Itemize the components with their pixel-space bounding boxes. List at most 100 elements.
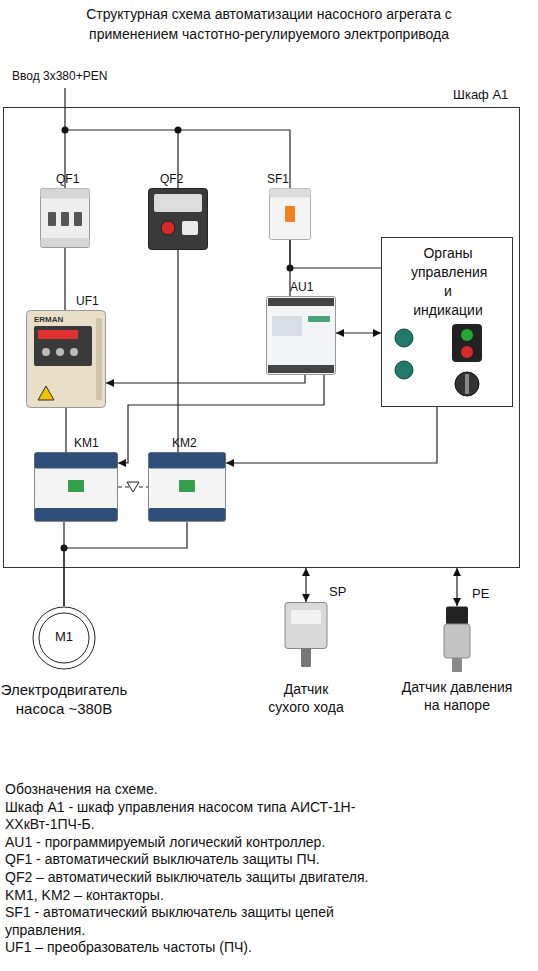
- junction-dot: [287, 265, 294, 272]
- interlock-line: [118, 486, 148, 487]
- device-illustration: [436, 606, 478, 672]
- dry-run-sensor: SPДатчик сухого хода: [283, 602, 329, 668]
- node-label: Шкаф А1: [453, 87, 523, 103]
- node-label: UF1: [76, 294, 116, 309]
- contactor: KM2: [148, 452, 226, 522]
- converter-panel: [34, 326, 92, 366]
- plc-leds: [308, 316, 330, 322]
- sensor-plate: [291, 610, 321, 624]
- motor-circle: M1Электродвигатель насоса ~380В: [32, 606, 96, 670]
- node-label: KM2: [172, 436, 212, 451]
- legend-note: QF2 – автоматический выключатель защиты …: [5, 869, 415, 887]
- start-stop-button: [452, 324, 482, 362]
- contactor: KM1: [34, 452, 118, 522]
- converter-fins: [96, 318, 102, 400]
- supply-drop: [289, 130, 290, 188]
- breaker-terminals: [41, 238, 90, 247]
- contactor-body: [35, 453, 118, 522]
- signal-wire: [64, 248, 65, 310]
- supply-drop: [177, 130, 178, 188]
- control-cabinet: Шкаф А1QF1QF2SF1UF1ERMANAU1Органы управл…: [3, 107, 520, 568]
- device-illustration: [26, 310, 106, 408]
- sensor-body: [285, 603, 327, 649]
- device-illustration: [283, 602, 329, 668]
- frequency-converter: UF1ERMAN: [26, 310, 106, 408]
- breaker-body: [270, 189, 311, 240]
- selector-handle: [465, 374, 469, 394]
- converter-display: [38, 330, 78, 339]
- converter-key: [42, 348, 50, 356]
- signal-wire: [118, 375, 324, 463]
- legend-note: KM1, KM2 – контакторы.: [5, 887, 415, 905]
- plc-controller: AU1: [266, 296, 336, 375]
- plc-panel: [272, 316, 302, 336]
- device-illustration: [34, 452, 118, 522]
- legend-note: Шкаф А1 - шкаф управления насосом типа А…: [5, 799, 415, 834]
- node-label: QF1: [56, 172, 96, 187]
- signal-wire: [305, 568, 306, 602]
- junction-dot: [175, 127, 182, 134]
- node-caption: ERMAN: [34, 314, 84, 325]
- converter-key: [70, 348, 78, 356]
- legend-note: SF1 - автоматический выключатель защиты …: [5, 904, 415, 939]
- start-button: [461, 329, 473, 341]
- contactor-bottom: [35, 508, 118, 521]
- signal-wire: [64, 522, 187, 606]
- contactor-bottom: [149, 508, 226, 521]
- warning-sign: [38, 386, 54, 400]
- legend-note: UF1 – преобразователь частоты (ПЧ).: [5, 939, 415, 957]
- motor-breaker: QF2: [148, 188, 208, 250]
- signal-wire: [336, 332, 381, 333]
- device-illustration: [40, 188, 90, 248]
- node-caption: Датчик сухого хода: [263, 680, 349, 716]
- sensor-body: [444, 624, 470, 658]
- breaker-body: [41, 189, 90, 248]
- motor-outer-ring: [33, 607, 95, 669]
- contactor-indicator: [179, 480, 195, 492]
- signal-wire: [289, 240, 290, 296]
- sensor-cap: [446, 607, 468, 625]
- supply-bus: [65, 88, 290, 130]
- contactor-indicator: [68, 480, 84, 492]
- contactor-top: [35, 453, 118, 469]
- breaker-toggle: [285, 206, 295, 222]
- plc-terminals: [268, 365, 334, 373]
- signal-wire: [65, 408, 66, 452]
- start-button: [182, 221, 198, 235]
- control-breaker: SF1: [269, 188, 311, 240]
- signal-wire: [456, 568, 457, 606]
- supply-label: Ввод 3х380+PEN: [12, 69, 107, 83]
- contactor-top: [149, 453, 226, 469]
- signal-wire: [226, 407, 437, 463]
- legend-note: Обозначения на схеме.: [5, 781, 415, 799]
- interlock-symbol: [127, 482, 139, 492]
- junction-dot: [61, 545, 68, 552]
- node-label: SF1: [267, 172, 307, 187]
- breaker-toggle: [48, 212, 56, 226]
- diagram-title: Структурная схема автоматизации насосног…: [44, 4, 494, 44]
- device-illustration: [269, 188, 311, 240]
- node-label: KM1: [74, 436, 114, 451]
- plc-body: [267, 297, 336, 375]
- indicator-lamp: [395, 329, 413, 347]
- contactor-body: [149, 453, 226, 522]
- breaker-panel: [154, 194, 202, 212]
- converter-key: [56, 348, 64, 356]
- converter-body: [27, 311, 106, 408]
- indicator-lamp: [395, 361, 413, 379]
- device-illustration: [148, 188, 208, 250]
- node-label: SP: [329, 584, 359, 600]
- node-caption: Датчик давления на напоре: [398, 678, 516, 714]
- junction-dot: [62, 127, 69, 134]
- plc-terminals: [268, 298, 334, 306]
- node-label: PE: [472, 586, 502, 602]
- signal-wire: [106, 375, 305, 383]
- stop-button: [161, 221, 175, 235]
- stop-button: [461, 346, 473, 358]
- supply-drop: [64, 130, 65, 188]
- sensor-stem: [301, 648, 311, 667]
- breaker-body: [149, 189, 208, 250]
- legend-note: QF1 - автоматический выключатель защиты …: [5, 851, 415, 869]
- breaker-terminals: [270, 189, 311, 198]
